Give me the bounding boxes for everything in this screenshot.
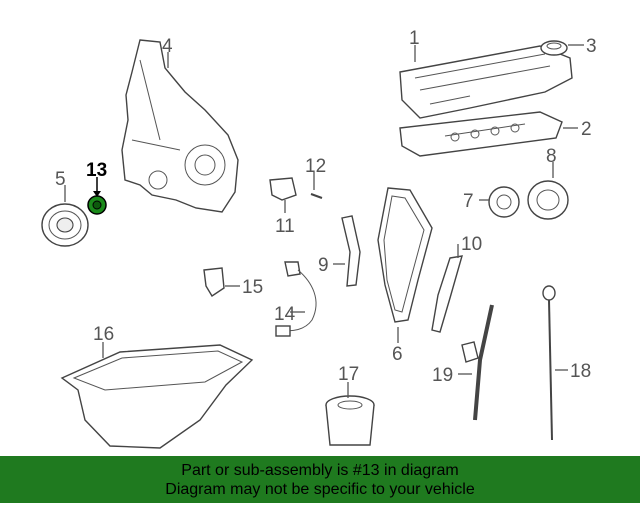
callout-13: 13 — [86, 160, 107, 181]
callout-10: 10 — [461, 234, 482, 255]
callout-4: 4 — [162, 36, 173, 57]
callout-17: 17 — [338, 364, 359, 385]
part-12-pin[interactable] — [310, 193, 323, 199]
part-16-oil-pan[interactable] — [60, 344, 254, 449]
part-18-dipstick[interactable] — [542, 285, 556, 441]
part-17-oil-filter[interactable] — [325, 395, 375, 446]
callout-3: 3 — [586, 36, 597, 57]
banner-line-2: Diagram may not be specific to your vehi… — [165, 481, 475, 498]
part-5-crank-pulley[interactable] — [41, 203, 89, 247]
callout-8: 8 — [546, 146, 557, 167]
callout-14: 14 — [274, 304, 296, 325]
engine-parts-diagram: 4 5 13 1 3 2 8 — [41, 28, 597, 449]
part-15-bracket[interactable] — [203, 267, 225, 297]
part-10-tensioner-arm[interactable] — [431, 255, 463, 333]
callout-2: 2 — [581, 119, 592, 140]
part-11-cam-sensor[interactable] — [269, 177, 297, 201]
part-8-vvt-gear[interactable] — [527, 180, 569, 220]
callout-18: 18 — [570, 361, 591, 382]
part-3-filler-cap[interactable] — [540, 40, 568, 56]
notice-banner: Part or sub-assembly is #13 in diagram D… — [0, 456, 640, 503]
part-1-valve-cover[interactable] — [399, 45, 573, 119]
part-9-chain-guide[interactable] — [341, 215, 361, 287]
callout-6: 6 — [392, 344, 403, 365]
part-4-timing-cover[interactable] — [121, 39, 239, 213]
callout-5: 5 — [55, 169, 66, 190]
part-2-cover-gasket[interactable] — [399, 111, 563, 157]
callout-11: 11 — [275, 216, 295, 237]
callout-7: 7 — [463, 191, 474, 212]
part-19-dipstick-tube[interactable] — [461, 304, 494, 421]
callout-15: 15 — [242, 277, 263, 298]
callout-19: 19 — [432, 365, 453, 386]
banner-line-1: Part or sub-assembly is #13 in diagram — [181, 462, 459, 479]
callout-16: 16 — [93, 324, 114, 345]
part-7-cam-sprocket[interactable] — [488, 186, 520, 218]
part-13-oil-seal[interactable] — [87, 195, 107, 215]
callout-12: 12 — [305, 156, 326, 177]
callout-9: 9 — [318, 255, 329, 276]
callout-1: 1 — [409, 28, 420, 49]
part-6-timing-chain[interactable] — [377, 187, 433, 323]
part-14-crank-sensor[interactable] — [275, 261, 317, 337]
